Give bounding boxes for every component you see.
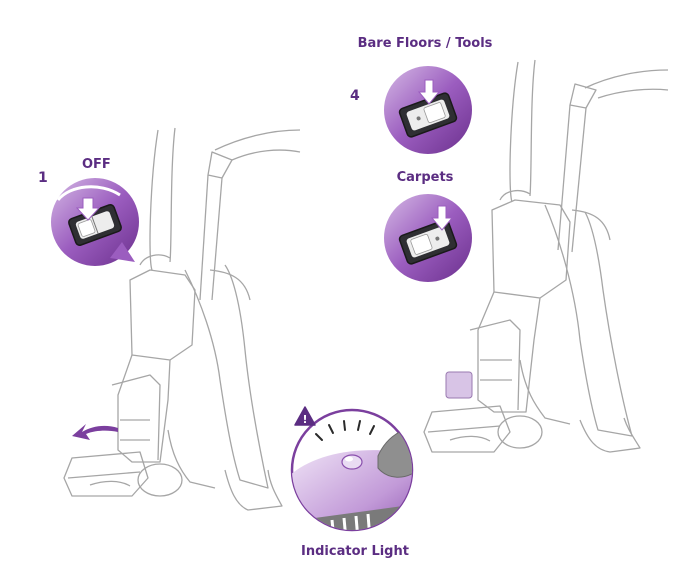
rotate-arrow-icon — [72, 424, 118, 440]
step-1-number: 1 — [38, 170, 48, 186]
warning-triangle-icon: ! — [294, 406, 316, 426]
vacuum-right — [423, 59, 669, 453]
indicator-light-label: Indicator Light — [301, 544, 409, 559]
zoom-circle-off-switch — [49, 176, 141, 268]
step-4-number: 4 — [350, 88, 360, 104]
carpets-label: Carpets — [397, 170, 454, 185]
off-label: OFF — [82, 157, 111, 172]
zoom-circle-bare-floors-switch — [382, 64, 474, 156]
vacuum-left — [63, 127, 301, 511]
zoom-circle-indicator-light — [290, 408, 414, 532]
bare-floors-label: Bare Floors / Tools — [358, 36, 493, 51]
control-panel — [445, 371, 473, 399]
zoom-circle-carpets-switch — [382, 192, 474, 284]
svg-text:!: ! — [302, 413, 307, 426]
